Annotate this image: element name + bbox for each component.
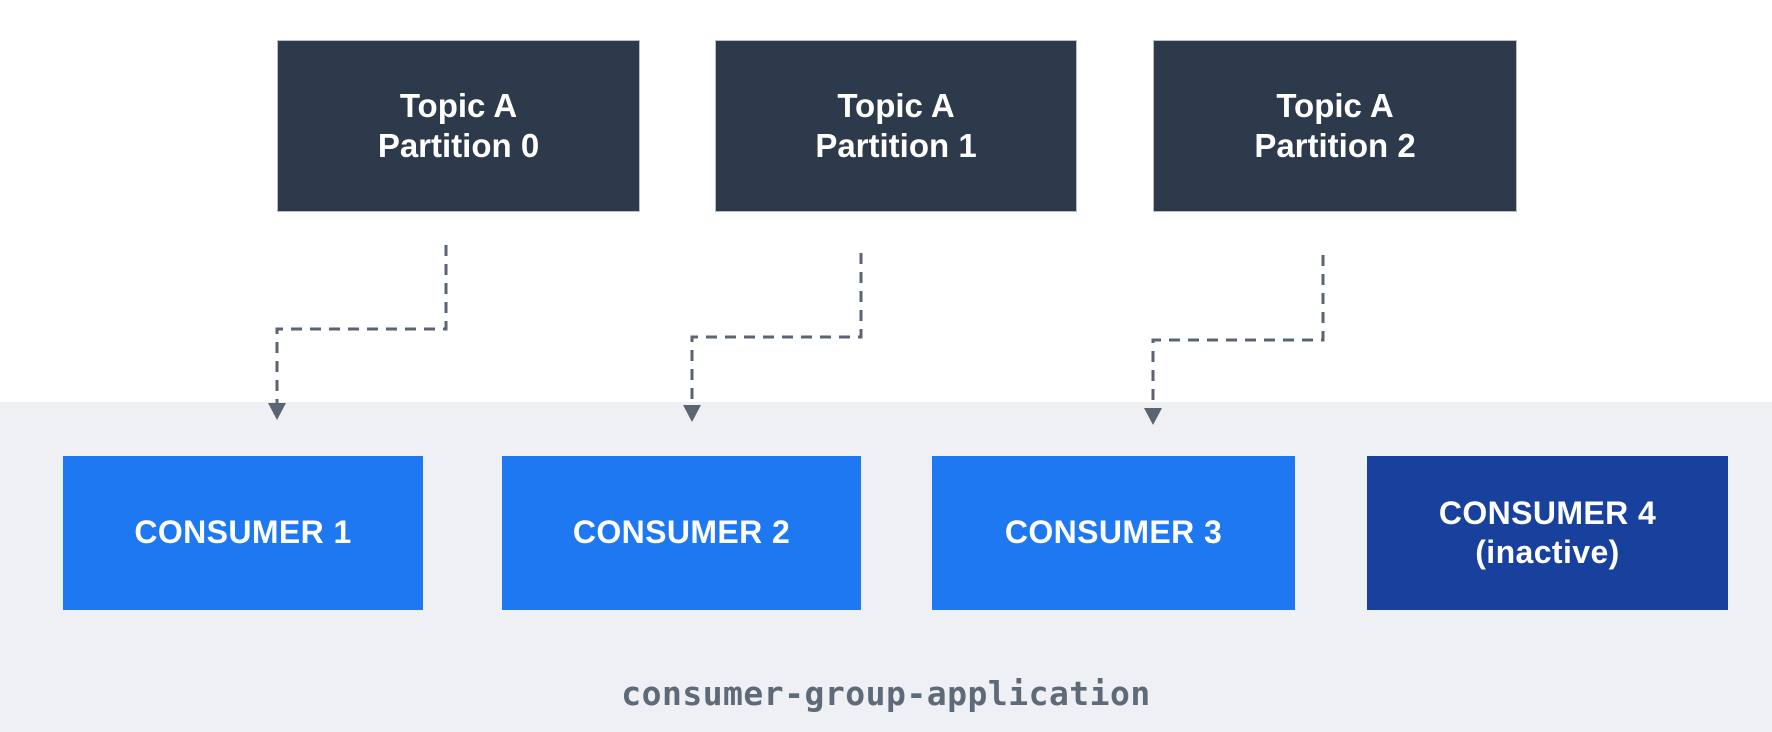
consumer-label: CONSUMER 4 [1438,494,1657,531]
partition-box-topic-a-0: Topic A Partition 0 [277,40,640,212]
partition-box-topic-a-1: Topic A Partition 1 [715,40,1077,212]
partition-title-line2: Partition 2 [1254,127,1416,164]
consumer-3-box: CONSUMER 3 [932,456,1295,610]
consumer-label: CONSUMER 1 [134,514,352,551]
partition-title-line1: Topic A [399,86,518,124]
consumer-label: CONSUMER 3 [1004,514,1223,551]
partition-title-line1: Topic A [837,86,955,124]
consumer-label: CONSUMER 2 [572,514,791,551]
consumer-4-inactive-box: CONSUMER 4 (inactive) [1367,456,1728,610]
partition-title-line2: Partition 0 [377,127,540,164]
arrow-partition2-to-consumer3 [1144,255,1325,425]
arrow-partition1-to-consumer2 [683,253,863,422]
partition-box-topic-a-2: Topic A Partition 2 [1153,40,1517,212]
consumer-2-box: CONSUMER 2 [502,456,861,610]
consumer-inactive-sublabel: (inactive) [1475,534,1620,570]
arrow-partition0-to-consumer1 [268,245,448,420]
partition-title-line1: Topic A [1276,86,1394,124]
consumer-1-box: CONSUMER 1 [63,456,423,610]
consumer-group-name-label: consumer-group-application [621,674,1151,713]
partition-title-line2: Partition 1 [815,127,977,164]
